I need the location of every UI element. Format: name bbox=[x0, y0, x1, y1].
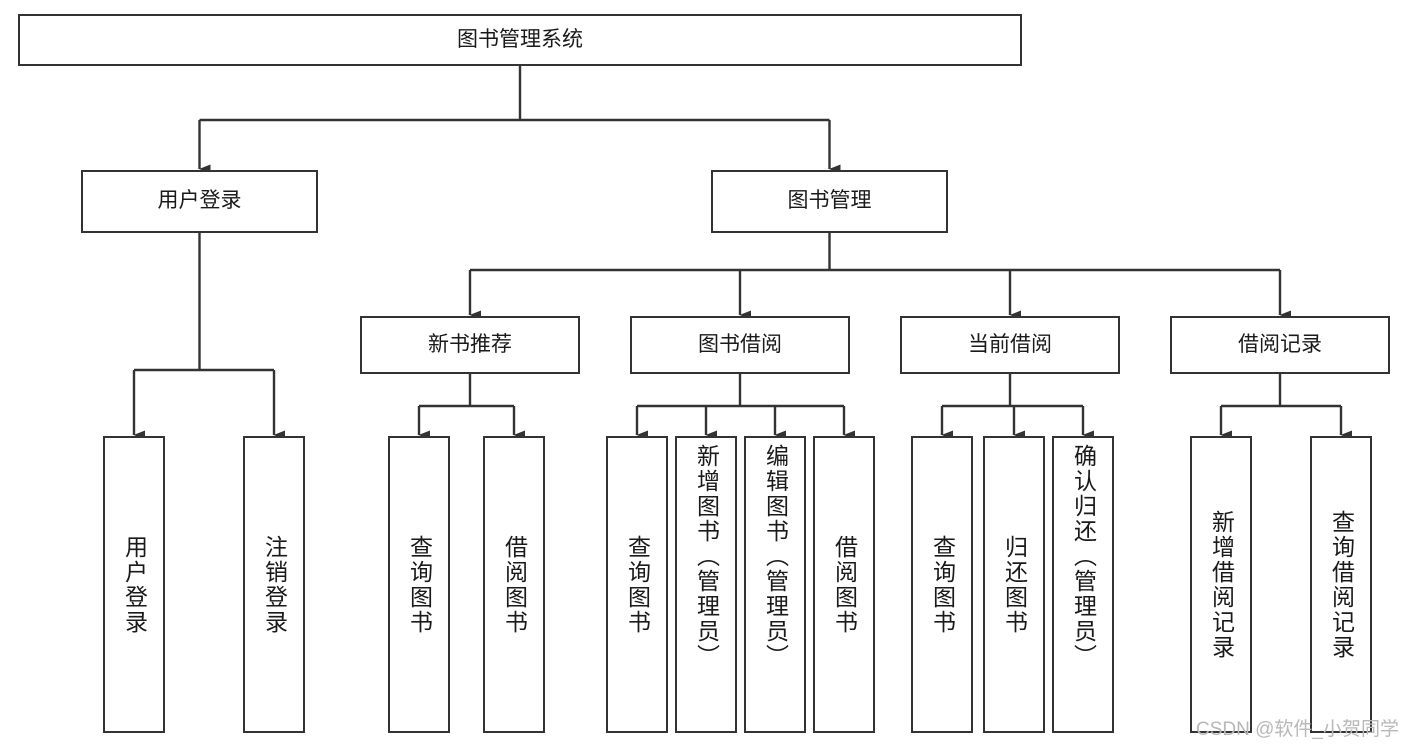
node-l4-c-return[interactable]: 归还图书 bbox=[983, 436, 1045, 733]
node-label: 注销登录 bbox=[261, 534, 288, 635]
node-l2-user[interactable]: 用户登录 bbox=[81, 170, 318, 233]
node-l4-r-add[interactable]: 新增借阅记录 bbox=[1190, 436, 1252, 733]
node-label: 查询借阅记录 bbox=[1328, 509, 1355, 660]
node-label: 归还图书 bbox=[1001, 534, 1028, 635]
node-l3-record[interactable]: 借阅记录 bbox=[1170, 316, 1390, 374]
node-label: 用户登录 bbox=[121, 534, 148, 635]
node-label: 图书管理 bbox=[787, 189, 872, 213]
node-label: 查询图书 bbox=[406, 534, 433, 635]
node-label: 借阅图书 bbox=[831, 534, 858, 635]
node-l4-new-borrow[interactable]: 借阅图书 bbox=[483, 436, 545, 733]
node-label: 新增图书（管理员） bbox=[693, 444, 720, 669]
node-label: 借阅记录 bbox=[1238, 332, 1322, 356]
node-l4-c-confirm[interactable]: 确认归还（管理员） bbox=[1052, 436, 1114, 733]
node-label: 新增借阅记录 bbox=[1208, 509, 1235, 660]
node-label: 编辑图书（管理员） bbox=[762, 444, 789, 669]
node-label: 当前借阅 bbox=[968, 332, 1052, 356]
node-l4-b-edit[interactable]: 编辑图书（管理员） bbox=[744, 436, 806, 733]
node-l3-borrow[interactable]: 图书借阅 bbox=[630, 316, 850, 374]
node-label: 用户登录 bbox=[157, 189, 242, 213]
node-l4-user-logout[interactable]: 注销登录 bbox=[243, 436, 305, 733]
node-l4-user-login[interactable]: 用户登录 bbox=[103, 436, 165, 733]
node-l4-b-add[interactable]: 新增图书（管理员） bbox=[675, 436, 737, 733]
node-label: 图书借阅 bbox=[698, 332, 782, 356]
node-l4-b-borrow[interactable]: 借阅图书 bbox=[813, 436, 875, 733]
node-label: 借阅图书 bbox=[501, 534, 528, 635]
node-l3-current[interactable]: 当前借阅 bbox=[900, 316, 1120, 374]
node-root[interactable]: 图书管理系统 bbox=[18, 14, 1022, 66]
node-l4-r-query[interactable]: 查询借阅记录 bbox=[1310, 436, 1372, 733]
node-label: 新书推荐 bbox=[428, 332, 512, 356]
node-label: 图书管理系统 bbox=[457, 27, 583, 51]
connector-group bbox=[132, 66, 1352, 440]
node-l4-c-query[interactable]: 查询图书 bbox=[911, 436, 973, 733]
node-label: 确认归还（管理员） bbox=[1070, 444, 1097, 669]
node-label: 查询图书 bbox=[929, 534, 956, 635]
node-l4-b-query[interactable]: 查询图书 bbox=[606, 436, 668, 733]
node-label: 查询图书 bbox=[624, 534, 651, 635]
node-l2-book[interactable]: 图书管理 bbox=[711, 170, 948, 233]
node-l3-new[interactable]: 新书推荐 bbox=[360, 316, 580, 374]
node-l4-new-query[interactable]: 查询图书 bbox=[388, 436, 450, 733]
